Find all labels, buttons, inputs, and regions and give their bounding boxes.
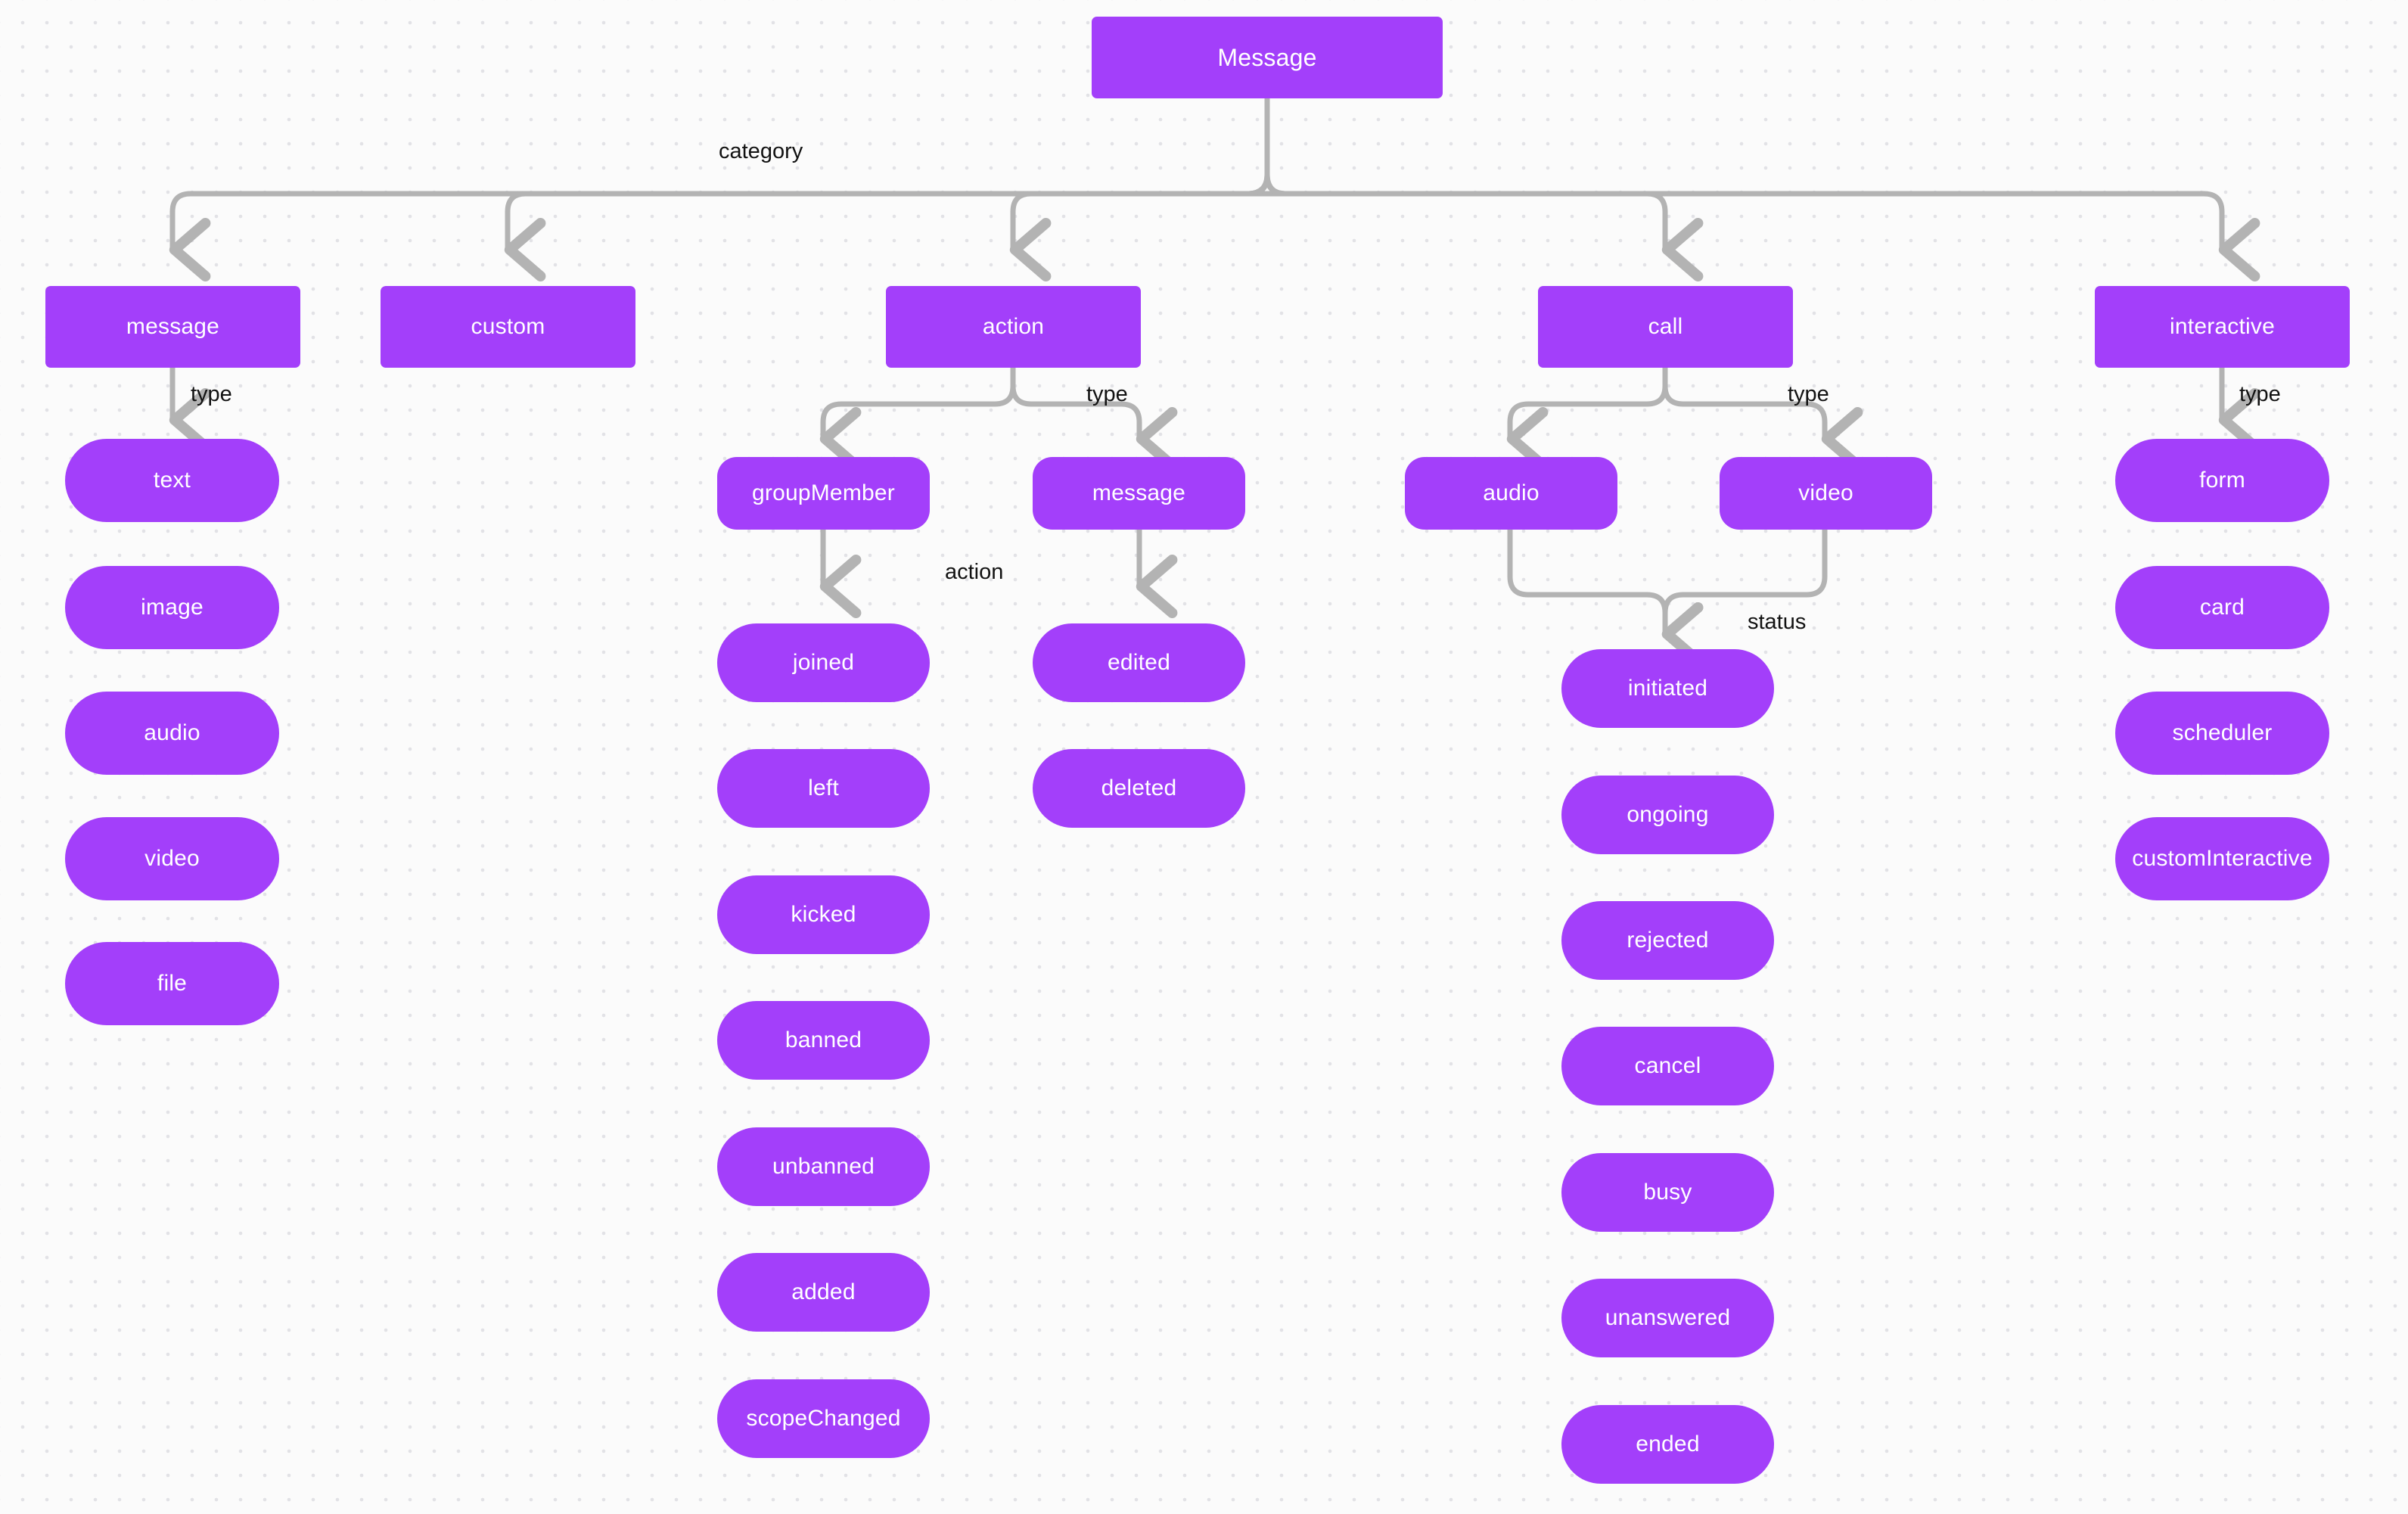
node-category-call[interactable]: call (1538, 286, 1793, 368)
node-message-type-audio[interactable]: audio (65, 692, 279, 775)
edge-label-type-message: type (191, 382, 232, 406)
node-message-type-file[interactable]: file (65, 942, 279, 1025)
node-groupmember-action-joined[interactable]: joined (717, 623, 930, 702)
edge-root-stem (1244, 95, 1289, 197)
node-groupmember-action-banned[interactable]: banned (717, 1001, 930, 1080)
node-category-custom[interactable]: custom (381, 286, 635, 368)
node-message-action-deleted[interactable]: deleted (1033, 749, 1245, 828)
node-call-status-cancel[interactable]: cancel (1561, 1027, 1774, 1105)
edge-action-to-groupmember (819, 365, 1016, 471)
edge-audio-to-initiated (1507, 527, 1704, 667)
node-interactive-type-card[interactable]: card (2115, 566, 2329, 649)
edge-call-to-audio (1506, 365, 1668, 471)
node-call-status-rejected[interactable]: rejected (1561, 901, 1774, 980)
node-groupmember-action-added[interactable]: added (717, 1253, 930, 1332)
node-message-action-edited[interactable]: edited (1033, 623, 1245, 702)
node-groupmember-action-scopechanged[interactable]: scopeChanged (717, 1379, 930, 1458)
node-interactive-type-form[interactable]: form (2115, 439, 2329, 522)
edge-root-to-call (1264, 95, 1704, 282)
node-message-type-video[interactable]: video (65, 817, 279, 900)
node-call-type-audio[interactable]: audio (1405, 457, 1617, 530)
edge-label-action: action (945, 560, 1004, 584)
node-message-type-text[interactable]: text (65, 439, 279, 522)
node-call-status-initiated[interactable]: initiated (1561, 649, 1774, 728)
edge-root-to-message (169, 95, 1270, 282)
node-call-status-ended[interactable]: ended (1561, 1405, 1774, 1484)
node-action-type-message[interactable]: message (1033, 457, 1245, 530)
node-groupmember-action-left[interactable]: left (717, 749, 930, 828)
node-interactive-type-scheduler[interactable]: scheduler (2115, 692, 2329, 775)
node-message-type-image[interactable]: image (65, 566, 279, 649)
edge-label-type-interactive: type (2239, 382, 2281, 406)
edge-root-to-custom (504, 95, 1270, 282)
node-groupmember-action-unbanned[interactable]: unbanned (717, 1127, 930, 1206)
node-groupmember-action-kicked[interactable]: kicked (717, 875, 930, 954)
node-call-status-busy[interactable]: busy (1561, 1153, 1774, 1232)
edge-root-to-action (1009, 95, 1270, 282)
edge-label-type-call: type (1788, 382, 1829, 406)
node-category-action[interactable]: action (886, 286, 1141, 368)
edge-label-type-action: type (1086, 382, 1128, 406)
node-category-interactive[interactable]: interactive (2095, 286, 2350, 368)
edge-label-status: status (1748, 610, 1807, 634)
edge-label-category: category (719, 139, 803, 163)
node-interactive-type-custominteractive[interactable]: customInteractive (2115, 817, 2329, 900)
node-call-status-unanswered[interactable]: unanswered (1561, 1279, 1774, 1357)
node-call-type-video[interactable]: video (1720, 457, 1932, 530)
node-root-message[interactable]: Message (1092, 17, 1443, 98)
node-action-type-groupmember[interactable]: groupMember (717, 457, 930, 530)
node-category-message[interactable]: message (45, 286, 300, 368)
edge-root-to-interactive (1264, 95, 2260, 282)
node-call-status-ongoing[interactable]: ongoing (1561, 776, 1774, 854)
